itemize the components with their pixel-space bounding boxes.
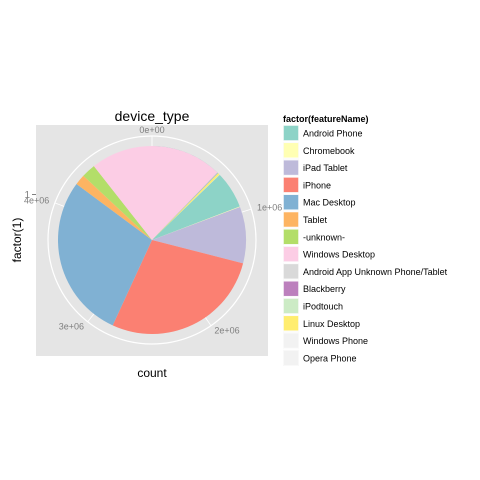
x-axis-title: count <box>137 366 167 380</box>
legend-swatch <box>283 194 299 210</box>
radial-tick-label: 0e+00 <box>139 125 164 135</box>
legend-label: iPhone <box>303 180 331 190</box>
pie-slice-opera-phone <box>152 174 220 240</box>
legend-swatch <box>283 142 299 159</box>
pie-slice-unknown <box>83 166 152 240</box>
legend-label: Android App Unknown Phone/Tablet <box>303 267 448 277</box>
legend-label: Linux Desktop <box>303 319 360 329</box>
radial-tick-label: 3e+06 <box>59 321 84 331</box>
pie-slice-android-app-unknown-phone-tablet <box>152 172 218 240</box>
legend-swatch <box>283 125 299 141</box>
legend-label: Windows Desktop <box>303 250 375 260</box>
legend-swatch <box>283 263 299 280</box>
legend-label: Tablet <box>303 215 328 225</box>
chart-title: device_type <box>115 108 190 124</box>
legend-label: Windows Phone <box>303 336 368 346</box>
pie-slice-windows-desktop <box>93 146 218 240</box>
pie-slice-tablet <box>76 175 152 240</box>
radial-tick-label: 2e+06 <box>214 326 239 336</box>
pie-slice-mac-desktop <box>57 184 152 326</box>
legend-label: -unknown- <box>303 232 345 242</box>
y-tick-label: 1 <box>24 190 30 201</box>
legend-swatch <box>283 211 299 228</box>
pie-slice-chromebook <box>152 206 241 240</box>
pie-slice-ipodtouch <box>152 173 219 240</box>
legend-swatch <box>283 177 299 193</box>
legend-swatch <box>283 159 299 176</box>
legend-swatch <box>283 298 299 314</box>
legend-title: factor(featureName) <box>283 114 369 124</box>
pie-slice-ipad-tablet <box>152 207 246 264</box>
legend-label: Blackberry <box>303 284 346 294</box>
legend-label: iPodtouch <box>303 302 343 312</box>
pie-slice-blackberry <box>152 172 218 240</box>
legend-label: Mac Desktop <box>303 198 356 208</box>
pie-slice-iphone <box>112 240 244 334</box>
legend-swatch <box>283 280 299 297</box>
legend-swatch <box>283 332 299 349</box>
legend-label: Opera Phone <box>303 353 357 363</box>
y-axis-title: factor(1) <box>10 218 24 263</box>
pie-slice-windows-phone <box>152 174 220 240</box>
pie-slice-linux-desktop <box>152 173 220 240</box>
radial-tick-label: 1e+06 <box>257 202 282 212</box>
legend-label: iPad Tablet <box>303 163 348 173</box>
radial-tick-label: 4e+06 <box>24 196 49 206</box>
legend-label: Android Phone <box>303 129 363 139</box>
legend-swatch <box>283 315 299 332</box>
legend-swatch <box>283 350 299 366</box>
legend-label: Chromebook <box>303 146 355 156</box>
legend-swatch <box>283 246 299 262</box>
legend-swatch <box>283 229 299 245</box>
